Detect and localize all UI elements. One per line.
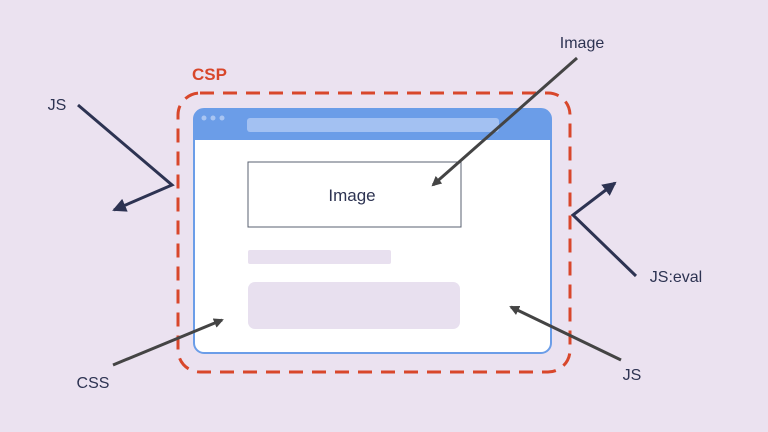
image-box-label: Image <box>328 186 375 205</box>
window-dot-icon <box>210 115 216 121</box>
js-blocked-arrow-left <box>77 103 175 212</box>
csp-label: CSP <box>192 65 227 84</box>
css-label: CSS <box>77 375 110 392</box>
js-eval-blocked-arrow <box>570 181 638 278</box>
csp-boundary <box>176 91 572 374</box>
browser-window: Image <box>193 108 552 354</box>
js-bottom-arrow <box>509 305 622 362</box>
image-box <box>247 161 462 228</box>
js-left-label: JS <box>48 97 67 114</box>
address-bar <box>247 118 499 132</box>
image-arrow-label: Image <box>560 35 605 52</box>
content-placeholder <box>248 282 460 329</box>
js-bottom-label: JS <box>623 367 642 384</box>
js-eval-label: JS:eval <box>650 269 702 286</box>
window-dot-icon <box>201 115 207 121</box>
css-arrow <box>112 318 224 367</box>
window-dot-icon <box>219 115 225 121</box>
image-arrow <box>431 56 578 187</box>
text-placeholder <box>248 250 391 264</box>
